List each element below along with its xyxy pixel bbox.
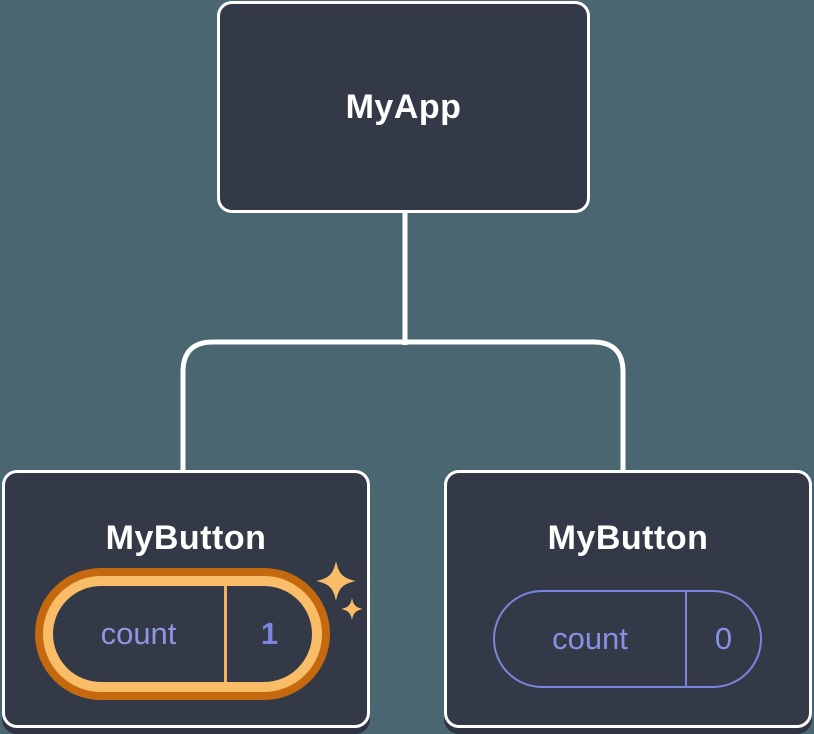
state-pill: count 0 bbox=[493, 590, 762, 688]
state-value: 1 bbox=[260, 616, 279, 651]
node-label: MyButton bbox=[105, 519, 267, 557]
tree-node-mybutton-left: MyButton count 1 bbox=[2, 470, 370, 728]
state-value: 0 bbox=[714, 621, 733, 656]
tree-node-mybutton-right: MyButton count 0 bbox=[444, 470, 812, 728]
state-key: count bbox=[53, 586, 227, 682]
node-label: MyApp bbox=[345, 87, 462, 126]
state-pill-highlighted: count 1 bbox=[43, 576, 322, 692]
state-key: count bbox=[495, 592, 687, 686]
tree-node-myapp: MyApp bbox=[217, 1, 590, 213]
node-label: MyButton bbox=[547, 519, 709, 557]
sparkles-icon bbox=[316, 561, 363, 620]
